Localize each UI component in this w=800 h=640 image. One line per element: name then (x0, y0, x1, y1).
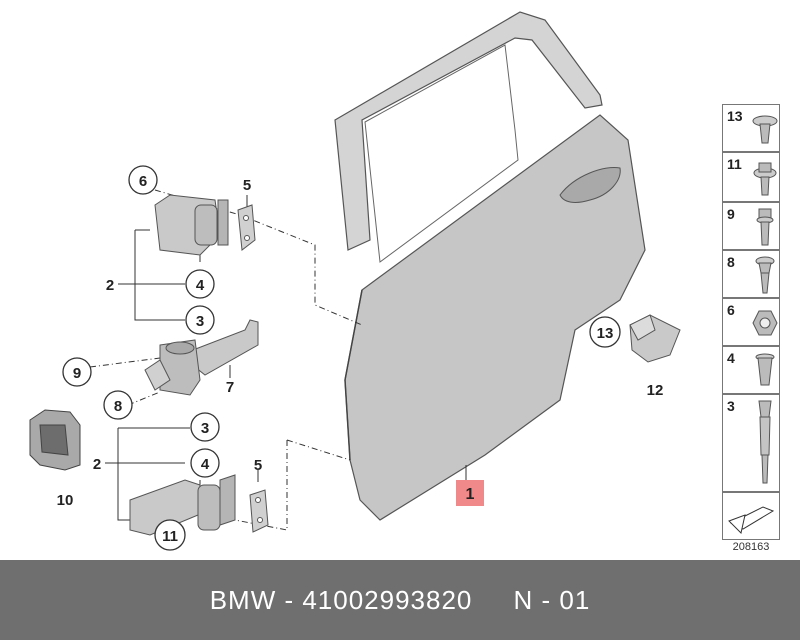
push-rivet-icon (752, 115, 778, 144)
legend-arrow-cell (722, 492, 780, 540)
legend-item-3[interactable]: 3 (722, 394, 780, 492)
door-front-edge (344, 289, 363, 461)
exploded-view-diagram: 6 4 3 9 8 3 4 11 13 5 2 7 2 5 10 12 1 (29, 11, 681, 551)
label-12[interactable]: 12 (647, 382, 664, 399)
callout-9[interactable]: 9 (62, 357, 92, 387)
callout-4b[interactable]: 4 (190, 448, 220, 478)
callout-11-label: 11 (162, 528, 178, 545)
expanding-nut-icon (755, 353, 775, 386)
part-number-caption: BMW - 41002993820 N - 01 (209, 584, 591, 615)
label-5-upper[interactable]: 5 (243, 177, 251, 194)
cover-clip[interactable] (629, 314, 681, 363)
label-7[interactable]: 7 (226, 379, 234, 396)
callout-3b[interactable]: 3 (190, 412, 220, 442)
door-check-strap[interactable] (144, 319, 259, 396)
legend-item-11-label: 11 (727, 156, 742, 172)
hex-nut-icon (752, 310, 778, 336)
callout-8-label: 8 (114, 398, 122, 415)
legend-item-13[interactable]: 13 (722, 104, 780, 152)
door-window-inner-frame (364, 44, 519, 263)
rubber-cap[interactable] (29, 409, 81, 471)
rear-door-shell[interactable] (334, 11, 646, 521)
legend-item-9[interactable]: 9 (722, 202, 780, 250)
hex-bolt-icon (756, 208, 774, 246)
callout-4a-label: 4 (196, 277, 205, 294)
door-window-frame (334, 11, 603, 251)
callout-11[interactable]: 11 (154, 519, 186, 551)
legend-item-8[interactable]: 8 (722, 250, 780, 298)
callout-4a[interactable]: 4 (185, 269, 215, 299)
screw-with-washer-icon (753, 162, 777, 196)
legend-item-13-label: 13 (727, 108, 743, 124)
callout-6[interactable]: 6 (128, 165, 158, 195)
label-2-upper[interactable]: 2 (106, 277, 114, 294)
legend-item-8-label: 8 (727, 254, 735, 270)
label-2-lower[interactable]: 2 (93, 456, 101, 473)
callout-3b-label: 3 (201, 420, 209, 437)
label-10[interactable]: 10 (57, 492, 74, 509)
diagram-reference-number: 208163 (732, 541, 770, 553)
callout-6-label: 6 (139, 173, 147, 190)
footer-bar: BMW - 41002993820 N - 01 (0, 560, 800, 640)
door-handle-recess (559, 166, 621, 203)
upper-shim-plate[interactable] (237, 204, 256, 251)
callout-9-label: 9 (73, 365, 81, 382)
legend-item-6[interactable]: 6 (722, 298, 780, 346)
callout-1-highlight[interactable]: 1 (456, 480, 484, 506)
legend-item-4[interactable]: 4 (722, 346, 780, 394)
callout-3a-label: 3 (196, 313, 204, 330)
upper-hinge[interactable] (154, 194, 229, 256)
threaded-stud-icon (758, 400, 772, 484)
callout-13-label: 13 (597, 325, 614, 342)
legend-item-6-label: 6 (727, 302, 735, 318)
callout-3a[interactable]: 3 (185, 305, 215, 335)
callout-8[interactable]: 8 (103, 390, 133, 420)
callout-1-label: 1 (466, 486, 475, 503)
legend-item-3-label: 3 (727, 398, 735, 414)
phillips-screw-icon (755, 256, 775, 294)
legend-item-4-label: 4 (727, 350, 735, 366)
direction-arrow-icon (728, 506, 775, 534)
legend-item-9-label: 9 (727, 206, 735, 222)
callout-13[interactable]: 13 (589, 316, 621, 348)
lower-shim-plate[interactable] (249, 489, 269, 533)
label-5-lower[interactable]: 5 (254, 457, 262, 474)
lower-hinge[interactable] (129, 474, 236, 536)
legend-item-11[interactable]: 11 (722, 152, 780, 202)
callout-4b-label: 4 (201, 456, 210, 473)
